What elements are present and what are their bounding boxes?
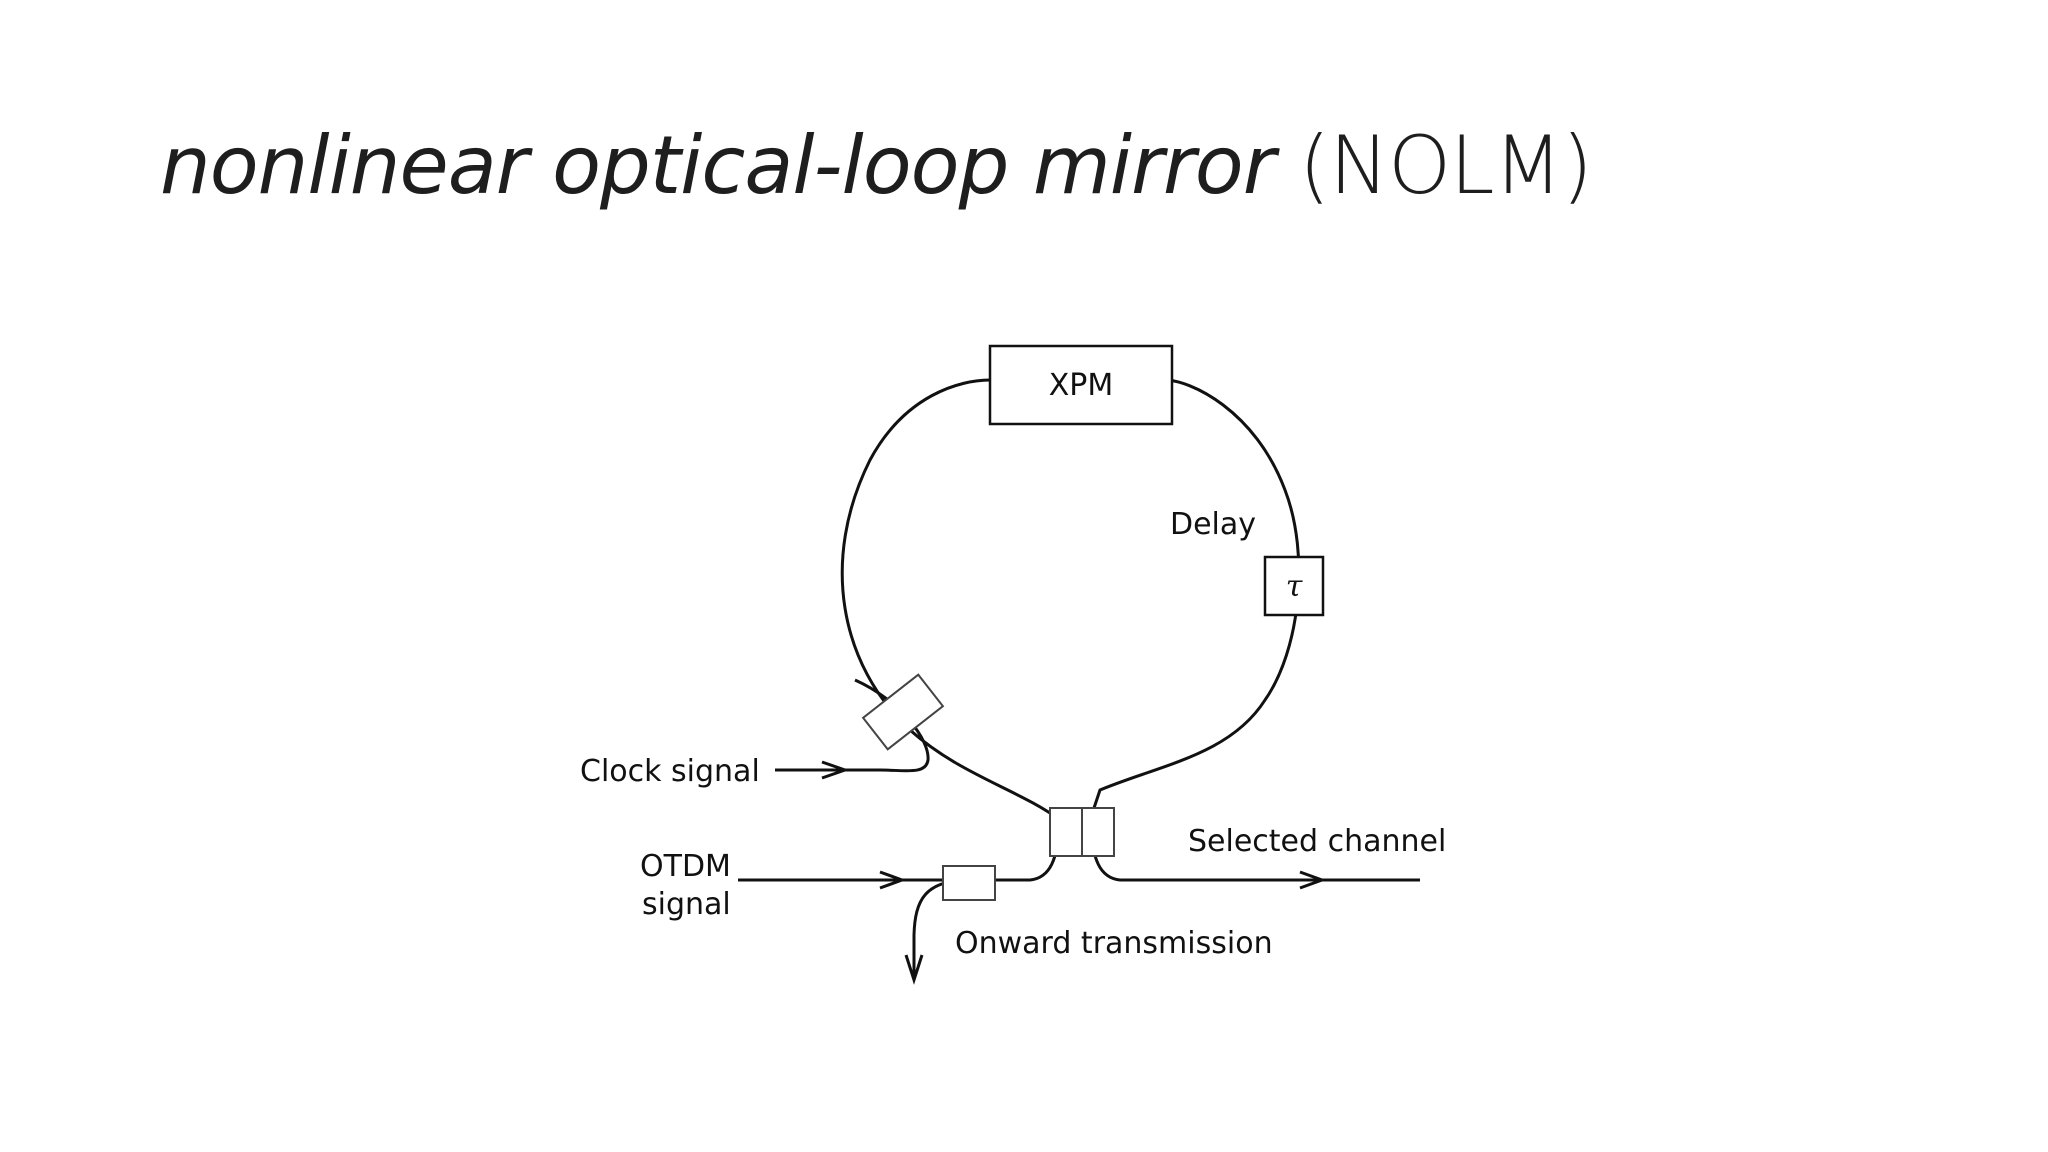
clock-arrow [821,760,850,780]
selected-channel-label: Selected channel [1188,824,1446,859]
title-italic: nonlinear optical-loop mirror [160,119,1276,212]
tap-coupler [942,865,996,901]
xpm-label: XPM [1049,368,1114,403]
selected-channel-arrow [1299,870,1327,890]
otdm-label-line1: OTDM [640,849,731,884]
xpm-box [988,344,1174,426]
onward-transmission-label: Onward transmission [955,926,1273,961]
clock-coupler [861,673,945,751]
clock-signal-label: Clock signal [580,754,760,789]
delay-box [1263,555,1325,617]
tau-label: τ [1286,569,1303,604]
fiber-loop [840,378,1301,822]
title-rest: (NOLM) [1274,119,1593,212]
onward-arrow [904,954,924,985]
otdm-arrow [879,870,907,890]
otdm-label-line2: signal [642,887,731,922]
slide-title: nonlinear optical-loop mirror (NOLM) [160,118,1593,214]
delay-label: Delay [1170,507,1256,542]
